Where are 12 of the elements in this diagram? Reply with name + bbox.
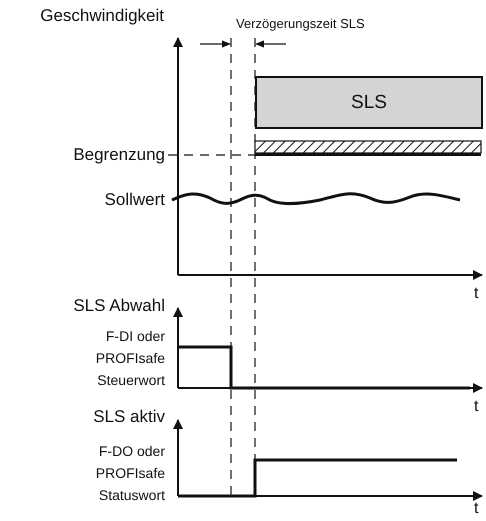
axis-label: t <box>474 285 478 304</box>
dimension-label: Verzögerungszeit SLS <box>236 17 365 32</box>
axis-label: Sollwert <box>104 190 165 210</box>
axis-label: Begrenzung <box>72 145 165 165</box>
axis-label: t <box>474 398 478 416</box>
axis-label: Geschwindigkeit <box>39 6 164 26</box>
signal-label: F-DI oder PROFIsafe Steuerwort <box>94 327 165 390</box>
axis-label: SLS aktiv <box>92 407 165 427</box>
axis-label: SLS Abwahl <box>72 296 165 316</box>
axis-label: t <box>474 500 478 518</box>
signal-label: F-DO oder PROFIsafe Statuswort <box>94 442 165 505</box>
function-box: SLS <box>255 76 483 129</box>
